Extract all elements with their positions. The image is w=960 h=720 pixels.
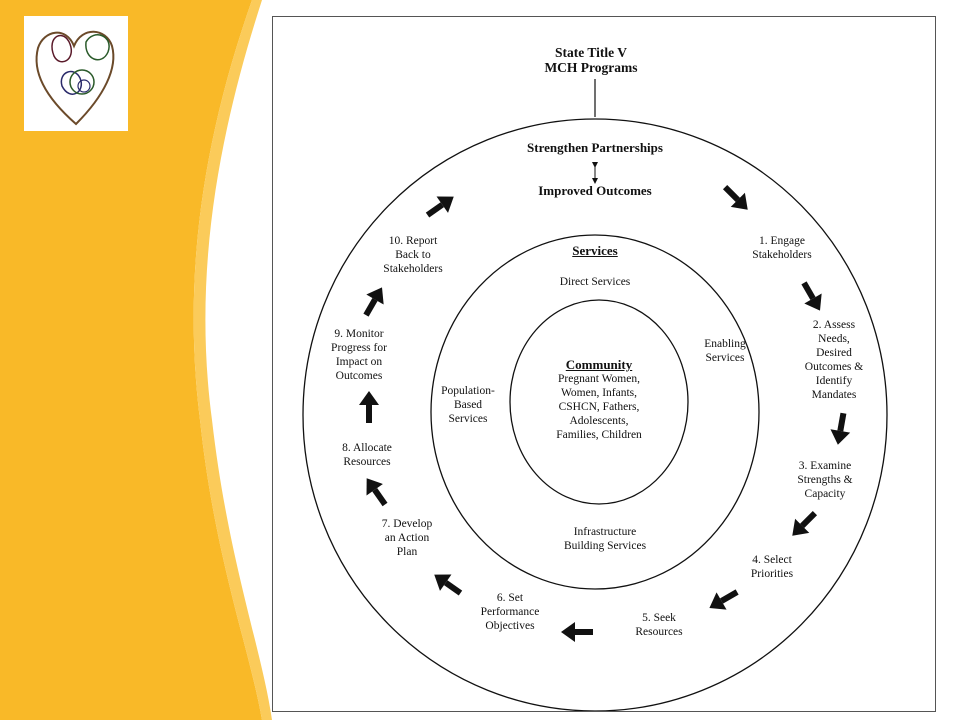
header-line-1: State Title V bbox=[554, 45, 628, 60]
step-1-engage-stakeholders: 1. Engage Stakeholders bbox=[752, 235, 812, 261]
family-heart-logo-icon bbox=[35, 30, 115, 126]
arrow-to-step-6-icon bbox=[561, 622, 593, 642]
population-based-services-label: Population- Based Services bbox=[441, 385, 495, 425]
arrow-to-step-3-icon bbox=[830, 412, 851, 445]
step-9-monitor-progress: 9. Monitor Progress for Impact on Outcom… bbox=[331, 328, 387, 382]
header-line-2: MCH Programs bbox=[544, 60, 638, 75]
services-title: Services bbox=[572, 243, 618, 258]
community-title: Community bbox=[565, 357, 633, 372]
step-2-assess-needs: 2. Assess Needs, Desired Outcomes & Iden… bbox=[804, 319, 864, 401]
step-7-develop-action-plan: 7. Develop an Action Plan bbox=[381, 518, 433, 558]
logo bbox=[24, 16, 128, 131]
arrow-to-step-7-icon bbox=[434, 574, 463, 596]
arrow-to-step-8-icon bbox=[366, 478, 388, 507]
enabling-services-label: Enabling Services bbox=[704, 338, 746, 364]
arrow-to-outcomes-icon bbox=[425, 196, 454, 218]
community-ellipse bbox=[509, 299, 689, 505]
community-block: Community Pregnant Women, Women, Infants… bbox=[556, 357, 642, 441]
direct-services-label: Direct Services bbox=[559, 276, 631, 288]
cycle-diagram bbox=[302, 79, 888, 711]
diagram-panel: State Title V MCH Programs Strengthen Pa… bbox=[272, 16, 936, 712]
step-6-set-performance-objectives: 6. Set Performance Objectives bbox=[480, 592, 540, 632]
strengthen-partnerships-label: Strengthen Partnerships bbox=[527, 140, 663, 155]
improved-outcomes-label: Improved Outcomes bbox=[538, 183, 652, 198]
program-header: State Title V MCH Programs bbox=[544, 45, 637, 75]
step-8-allocate-resources: 8. Allocate Resources bbox=[342, 442, 392, 468]
arrow-to-step-5-icon bbox=[709, 589, 739, 610]
arrow-to-step-4-icon bbox=[792, 510, 818, 536]
outer-circle bbox=[302, 118, 888, 711]
step-10-report-back: 10. Report Back to Stakeholders bbox=[383, 235, 443, 275]
arrow-to-step-1-icon bbox=[722, 184, 748, 210]
step-5-seek-resources: 5. Seek Resources bbox=[635, 612, 683, 638]
arrow-to-step-10-icon bbox=[363, 287, 384, 317]
cycle-arrows bbox=[359, 184, 851, 642]
services-circle bbox=[430, 234, 760, 590]
infrastructure-services-label: Infrastructure Building Services bbox=[563, 526, 647, 552]
arrow-to-step-2-icon bbox=[801, 281, 822, 311]
step-3-examine-strengths: 3. Examine Strengths & Capacity bbox=[797, 460, 853, 500]
arrow-to-step-9-icon bbox=[359, 391, 379, 423]
step-4-select-priorities: 4. Select Priorities bbox=[750, 554, 794, 580]
